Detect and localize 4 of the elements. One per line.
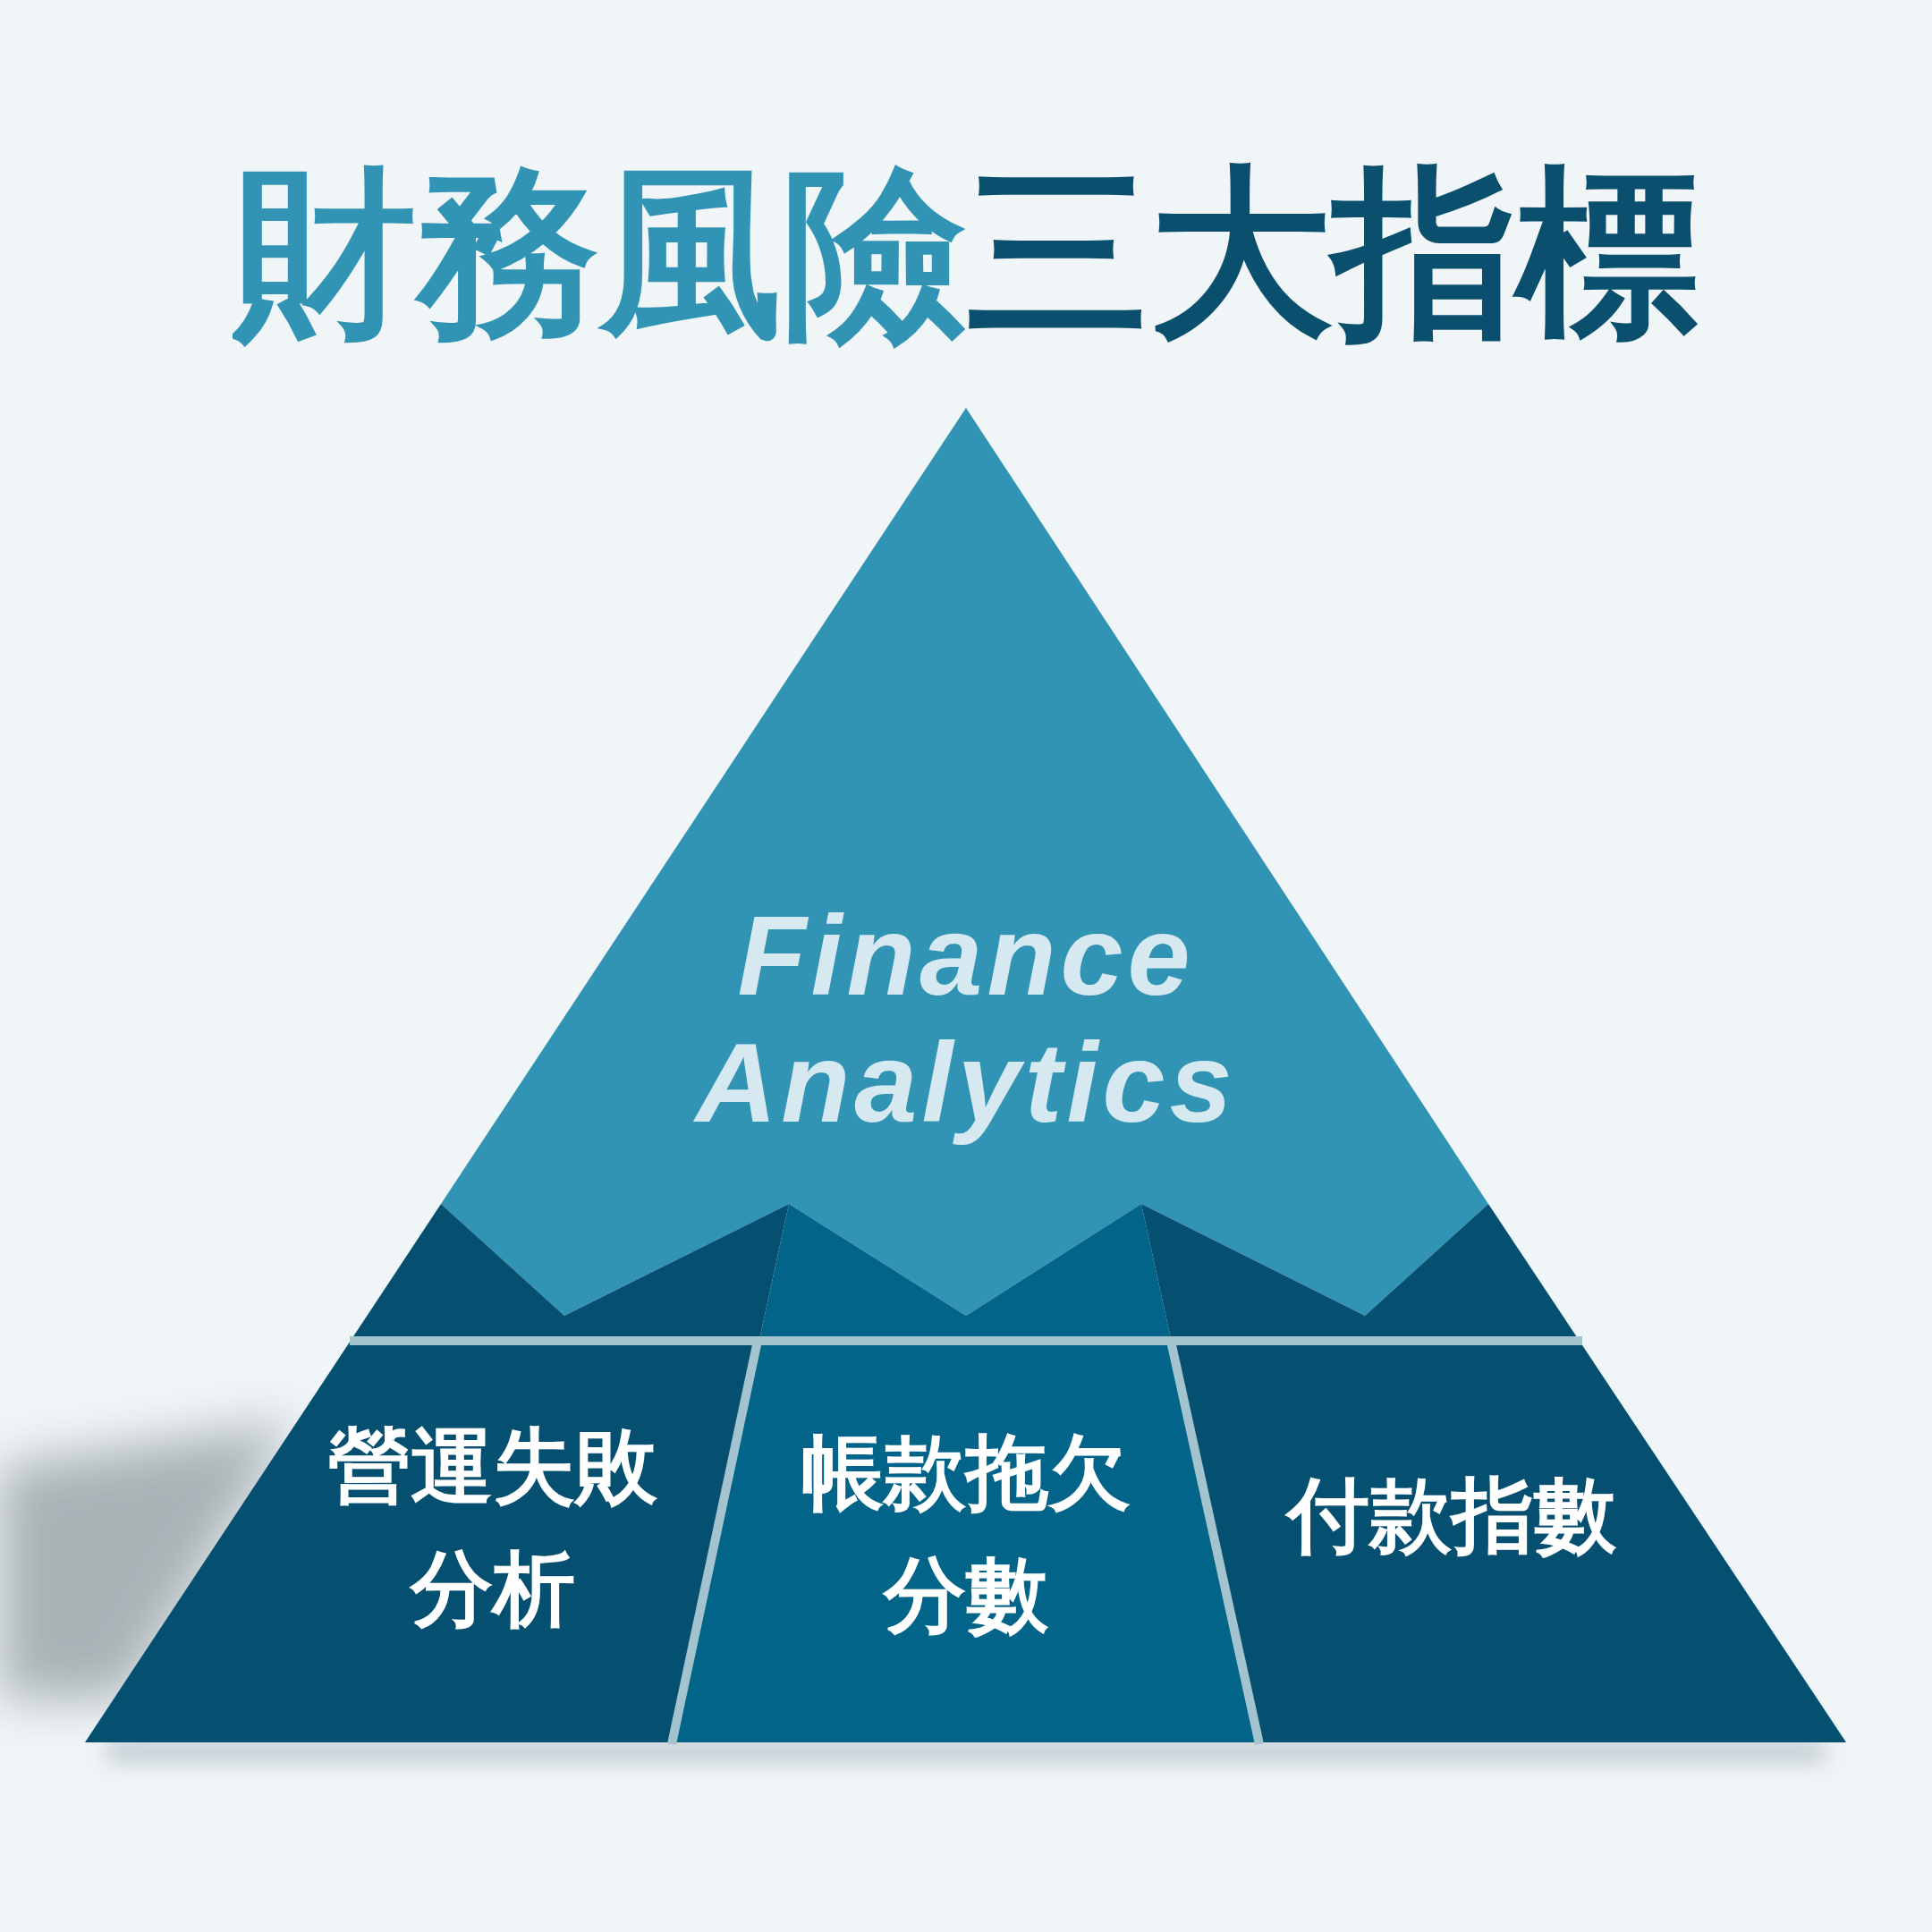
segment-label: 付款指數	[1277, 1453, 1626, 1577]
segment-label: 營運失敗分析	[327, 1418, 658, 1639]
pyramid-heading: Finance Analytics	[692, 893, 1238, 1147]
segment-label: 帳款拖欠分數	[801, 1424, 1131, 1645]
